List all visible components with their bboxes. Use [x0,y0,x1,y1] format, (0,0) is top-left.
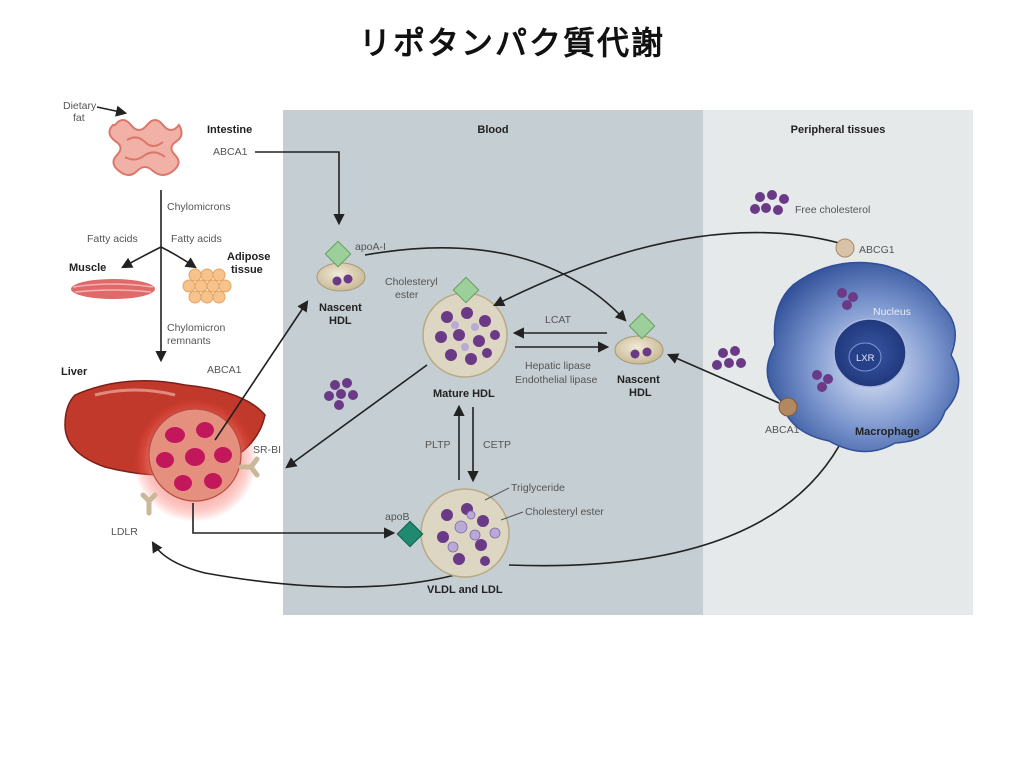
apoa1-to-nascent-hdl-right-arrow [364,247,627,322]
hepatic-lipase-label: Hepatic lipase [525,360,591,372]
free-cholesterol-cluster-macrophage [712,346,746,370]
chylomicron-remnants-label: Chylomicron [167,322,226,334]
liver-to-nascent-hdl-arrow [214,300,309,441]
abcg1-transporter [835,238,855,258]
liver-cells-icon [148,408,242,502]
dietary-fat-label-2: fat [73,112,85,124]
abca1-liver-label: ABCA1 [207,364,242,376]
fatty-acids-to-adipose-arrow [160,246,197,269]
abcg1-to-mature-hdl-arrow [492,231,840,307]
liver-to-vldl-arrow [192,503,396,539]
nascent-hdl-right-particle [614,312,664,365]
macrophage-cholesterol-dots [812,288,858,392]
lcat-label: LCAT [545,314,572,326]
nascent-hdl-right-label: Nascent [617,374,660,386]
intestine-to-nascent-hdl-arrow [255,151,345,226]
macrophage-abca1-to-nascent-hdl-arrow [666,353,780,404]
fatty-acids-right-label: Fatty acids [171,233,222,245]
nascent-hdl-left-particle [316,240,366,292]
lxr-region [848,342,882,372]
endothelial-lipase-label: Endothelial lipase [515,374,597,386]
nucleus-label: Nucleus [873,306,911,318]
fatty-acids-to-muscle-arrow [121,246,162,269]
nascent-hdl-right-label-2: HDL [629,387,652,399]
dietary-fat-label: Dietary [63,100,97,112]
cetp-label: CETP [483,439,511,451]
abcg1-label: ABCG1 [859,244,895,256]
adipose-tissue-label: Adipose [227,251,270,263]
adipose-icon [182,268,232,304]
cholesteryl-ester-label: Cholesteryl [385,276,438,288]
lxr-label: LXR [856,353,875,364]
triglyceride-label: Triglyceride [511,482,565,494]
intestine-label: Intestine [207,124,252,136]
sr-bi-label: SR-BI [253,444,281,456]
cholesteryl-ester-label-2: ester [395,289,419,301]
abca1-intestine-label: ABCA1 [213,146,248,158]
ldl-to-ldlr-arrow [151,541,456,588]
abca1-macrophage-transporter [778,397,798,417]
apoa1-label: apoA-I [355,241,386,253]
ldlr-receptor-icon [140,492,158,516]
liver-label: Liver [61,366,88,378]
mature-hdl-particle [422,276,508,378]
vldl-ldl-particle [396,488,510,578]
blood-label: Blood [477,124,508,136]
fatty-acids-left-label: Fatty acids [87,233,138,245]
ldlr-label: LDLR [111,526,138,538]
free-cholesterol-cluster-top [750,190,789,215]
free-cholesterol-label: Free cholesterol [795,204,870,216]
pltp-label: PLTP [425,439,450,451]
triglyceride-pointer [484,487,510,501]
apob-label: apoB [385,511,410,523]
vldl-ldl-label: VLDL and LDL [427,584,503,596]
adipose-tissue-label-2: tissue [231,264,263,276]
sr-bi-receptor-icon [238,456,260,478]
chylomicron-remnants-label-2: remnants [167,335,211,347]
chylomicrons-label: Chylomicrons [167,201,231,213]
nascent-hdl-left-label: Nascent [319,302,362,314]
slide-title: リポタンパク質代謝 [358,24,665,62]
mature-hdl-label: Mature HDL [433,388,495,400]
lipoprotein-metabolism-diagram: Blood Peripheral tissues Dietary fat Int… [61,100,973,615]
abca1-macrophage-label: ABCA1 [765,424,800,436]
cholesteryl-ester-vldl-label: Cholesteryl ester [525,506,604,518]
free-cholesterol-cluster-blood [324,378,358,410]
mature-hdl-to-sr-bi-arrow [285,364,428,469]
dietary-fat-arrow [96,105,128,117]
muscle-icon [71,279,155,299]
muscle-label: Muscle [69,262,106,274]
cholesteryl-ester-vldl-pointer [500,511,524,521]
ldl-to-macrophage-arrow [508,432,847,567]
macrophage-label: Macrophage [855,426,920,438]
nascent-hdl-left-label-2: HDL [329,315,352,327]
intestine-icon [108,119,183,176]
peripheral-tissues-label: Peripheral tissues [791,124,886,136]
